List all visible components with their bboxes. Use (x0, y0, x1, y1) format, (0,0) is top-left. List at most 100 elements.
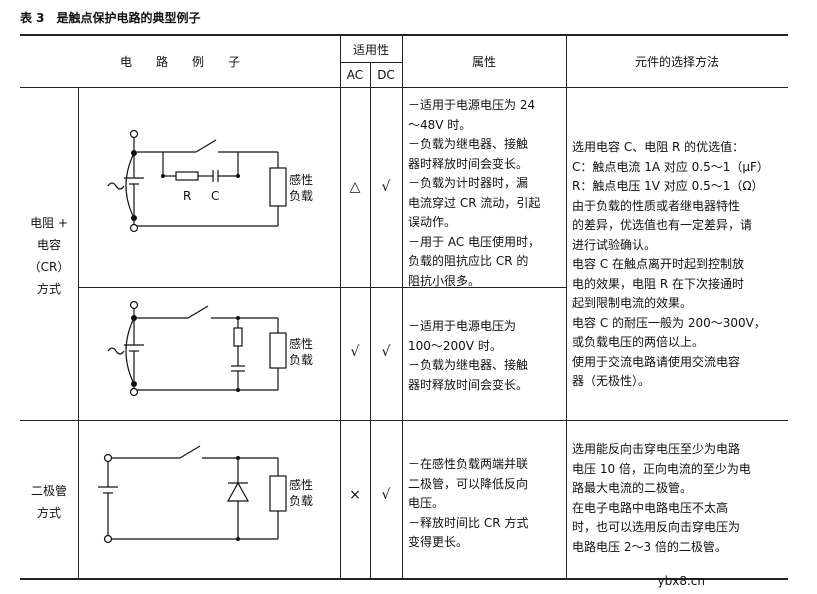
selection-line: 选用能反向击穿电压至少为电路 (572, 442, 741, 456)
property-line: －适用于电源电压为 (408, 319, 517, 333)
junction-dot (236, 537, 240, 541)
row1-ac-mark: △ (349, 179, 361, 195)
capacitor-icon (231, 365, 245, 372)
property-line: 器时释放时间会变长。 (408, 377, 529, 392)
circuit-diagram-rc-series: R C 感性 负载 (107, 129, 313, 233)
table-title: 是触点保护电路的典型例子 (56, 11, 201, 25)
row-divider-1 (78, 287, 566, 288)
col-divider-circuit (340, 34, 341, 578)
selection-line: 时，也可以选用反向击穿电压为 (572, 520, 741, 534)
selection-line: 进行试验确认。 (572, 237, 657, 252)
selection-diode: 选用能反向击穿电压至少为电路 电压 10 倍，正向电流的至少为电 路最大电流的二… (572, 440, 786, 557)
selection-line: 使用于交流电路请使用交流电容 (572, 354, 741, 369)
row1-properties: －适用于电源电压为 24 ～48V 时。 －负载为继电器、接触 器时释放时间会变… (408, 96, 564, 291)
selection-line: 或负载电压的两倍以上。 (572, 335, 705, 349)
selection-line: 电压 10 倍，正向电流的至少为电 (572, 461, 751, 476)
selection-line: 电的效果，电阻 R 在下次接通时 (572, 276, 744, 291)
inductive-load-icon (269, 167, 287, 207)
load-label-line1: 感性 (289, 172, 313, 187)
header-circuit-example: 电 路 例 子 (119, 55, 240, 69)
property-line: 负载的阻抗应比 CR 的 (408, 254, 529, 268)
group-label-diode-line: 二极管 (30, 484, 67, 498)
selection-line: 由于负载的性质或者继电器特性 (572, 198, 741, 213)
col-divider-dc (402, 34, 403, 578)
selection-line: 起到限制电流的效果。 (572, 296, 693, 310)
property-line: －负载为计时器时，漏 (408, 176, 529, 190)
circuit-diagram-diode: 感性 负载 (98, 445, 313, 544)
table-number: 表 3 (20, 11, 45, 25)
resistor-icon (233, 327, 243, 347)
row3-dc-mark: √ (381, 487, 391, 503)
header-selection-method: 元件的选择方法 (634, 55, 719, 69)
property-line: 器时释放时间会变长。 (408, 156, 529, 171)
switch-contact-icon (179, 445, 201, 459)
load-label-line2: 负载 (289, 189, 313, 203)
load-label-line2: 负载 (289, 353, 313, 367)
selection-line: 的差异，优选值也有一定差异，请 (572, 218, 753, 232)
battery-icon (124, 318, 144, 384)
junction-dot (161, 174, 165, 178)
group-label-rc-line: 方式 (36, 282, 61, 296)
row2-properties: －适用于电源电压为 100～200V 时。 －负载为继电器、接触 器时释放时间会… (408, 317, 564, 395)
selection-line: 选用电容 C、电阻 R 的优选值： (572, 140, 745, 154)
property-line: 电压。 (408, 496, 445, 510)
selection-line: 电容 C 的耐压一般为 200～300V， (572, 315, 766, 330)
inductive-load-icon (269, 475, 287, 512)
row2-dc-mark: √ (381, 344, 391, 360)
property-line: －适用于电源电压为 24 (408, 98, 536, 112)
load-label-line1: 感性 (289, 477, 313, 492)
table-bottom-rule (20, 578, 788, 580)
property-line: 阻抗小很多。 (408, 273, 481, 288)
selection-rc: 选用电容 C、电阻 R 的优选值： C：触点电流 1A 对应 0.5～1（μF）… (572, 138, 786, 392)
c-label: C (211, 189, 219, 203)
watermark: ybx8.cn (657, 574, 705, 588)
group-label-rc: 电阻 + 电容 （CR） 方式 (20, 212, 78, 300)
resistor-icon (175, 171, 199, 181)
property-line: 电流穿过 CR 流动，引起 (408, 195, 541, 210)
col-divider-ac (370, 62, 371, 578)
group-label-diode-line: 方式 (36, 506, 61, 520)
col-divider-label (78, 87, 79, 578)
property-line: 二极管，可以降低反向 (408, 476, 529, 491)
header-ac: AC (346, 68, 364, 82)
property-line: －负载为继电器、接触 (408, 137, 529, 151)
header-dc: DC (377, 68, 395, 82)
table-top-rule (20, 34, 788, 36)
property-line: －在感性负载两端并联 (408, 457, 529, 471)
circuit-diagram-rc-parallel: 感性 负载 (107, 300, 313, 397)
selection-line: R：触点电压 1V 对应 0.5～1（Ω） (572, 179, 764, 193)
r-label: R (183, 189, 191, 203)
row3-properties: －在感性负载两端并联 二极管，可以降低反向 电压。 －释放时间比 CR 方式 变… (408, 455, 564, 553)
group-label-rc-line: 电容 (36, 238, 61, 252)
property-line: －负载为继电器、接触 (408, 358, 529, 372)
junction-dot (236, 456, 240, 460)
load-label-line1: 感性 (289, 336, 313, 351)
header-applicability: 适用性 (352, 43, 389, 57)
capacitor-icon (212, 170, 219, 182)
table-caption: 表 3 是触点保护电路的典型例子 (20, 9, 213, 26)
load-label-line2: 负载 (289, 494, 313, 508)
group-label-rc-line: （CR） (28, 260, 70, 274)
property-line: －用于 AC 电压使用时， (408, 234, 541, 249)
row-divider-2 (20, 420, 788, 421)
group-label-diode: 二极管 方式 (20, 480, 78, 524)
switch-contact-icon (187, 305, 209, 319)
selection-line: 器（无极性）。 (572, 374, 651, 388)
ac-source-arc (107, 150, 137, 221)
junction-dot (236, 174, 240, 178)
selection-line: C：触点电流 1A 对应 0.5～1（μF） (572, 159, 769, 174)
wires (133, 308, 279, 391)
applicability-split-rule (340, 62, 402, 63)
property-line: 变得更长。 (408, 535, 469, 549)
col-divider-properties (566, 34, 567, 578)
header-bottom-rule (20, 87, 788, 88)
selection-line: 在电子电路中电路电压不太高 (572, 500, 729, 515)
switch-contact-icon (195, 139, 217, 153)
junction-dot (236, 388, 240, 392)
group-label-rc-line: 电阻 + (30, 216, 68, 230)
wires (133, 137, 279, 227)
battery-icon (98, 461, 118, 536)
property-line: ～48V 时。 (408, 117, 472, 132)
battery-icon (124, 153, 144, 218)
property-line: 100～200V 时。 (408, 338, 502, 353)
